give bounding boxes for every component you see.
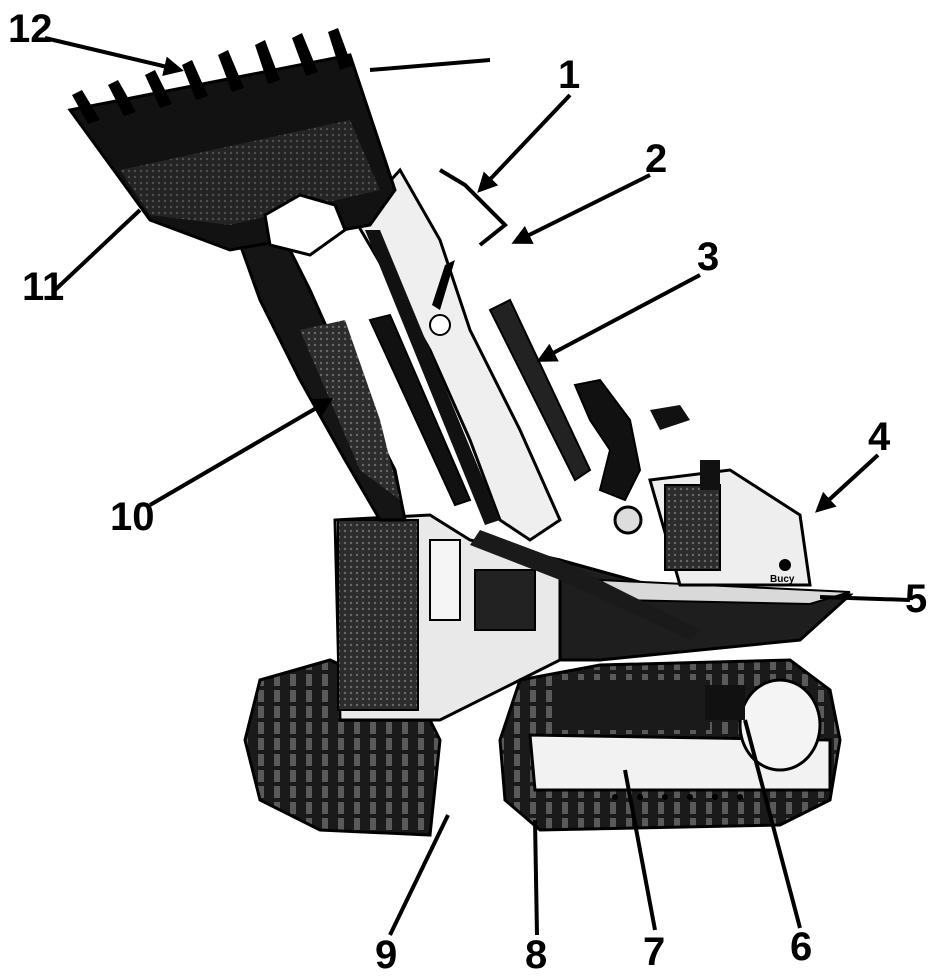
bucket bbox=[67, 28, 397, 257]
right-lift-arm bbox=[353, 167, 562, 542]
leader-3 bbox=[536, 273, 701, 362]
leader-6 bbox=[743, 719, 802, 929]
leader-7 bbox=[623, 769, 657, 931]
operator-cab: Bucy bbox=[648, 405, 812, 587]
leader-9 bbox=[388, 814, 450, 936]
callout-9: 9 bbox=[375, 933, 397, 976]
leader-2 bbox=[511, 173, 651, 244]
front-track bbox=[498, 658, 842, 832]
callout-5: 5 bbox=[905, 577, 927, 621]
leader-11 bbox=[53, 208, 142, 292]
cab-logo: Bucy bbox=[770, 574, 795, 585]
left-lift-arm bbox=[233, 207, 407, 522]
callout-6: 6 bbox=[790, 925, 812, 969]
callout-10: 10 bbox=[110, 495, 155, 539]
leader-10 bbox=[148, 397, 334, 507]
leader-12-bracket bbox=[369, 58, 491, 72]
callout-4: 4 bbox=[868, 415, 891, 459]
leader-5 bbox=[819, 595, 911, 602]
leader-8 bbox=[533, 819, 539, 936]
leader-4 bbox=[815, 453, 880, 513]
callout-2: 2 bbox=[645, 137, 667, 181]
callout-3: 3 bbox=[697, 235, 719, 279]
leader-1 bbox=[477, 93, 572, 193]
callout-7: 7 bbox=[643, 930, 665, 974]
callout-11: 11 bbox=[22, 265, 64, 309]
leader-1-bracket bbox=[438, 168, 508, 247]
callout-8: 8 bbox=[525, 933, 547, 976]
callout-1: 1 bbox=[558, 53, 580, 97]
engine-housing bbox=[333, 513, 562, 722]
callout-12: 12 bbox=[8, 7, 53, 51]
leader-lines bbox=[44, 36, 911, 936]
boom-brace bbox=[470, 530, 700, 640]
hydraulic-cylinders bbox=[368, 260, 592, 507]
callout-numbers: 12 1 2 3 4 5 6 7 8 9 10 11 bbox=[8, 7, 927, 976]
tilt-linkage bbox=[573, 378, 643, 535]
bucket-teeth bbox=[72, 28, 352, 124]
machine-illustration: Bucy bbox=[67, 28, 854, 837]
leader-12 bbox=[44, 36, 184, 77]
